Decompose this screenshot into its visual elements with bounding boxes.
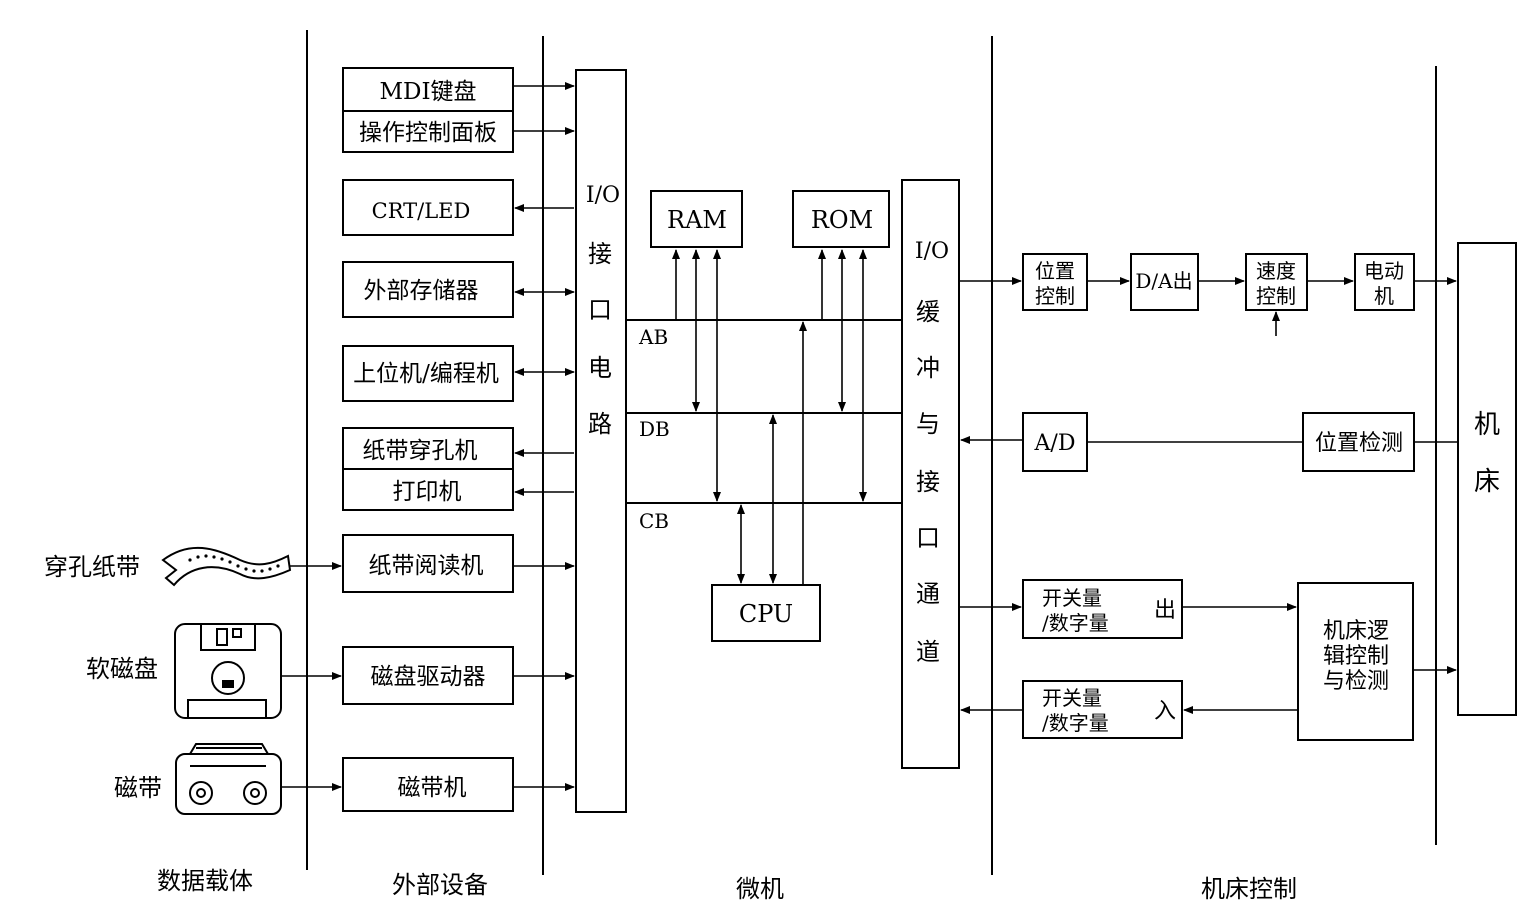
disk-drive-label: 磁盘驱动器 bbox=[371, 664, 486, 690]
machine-control: 位置 控制 D/A出 速度 控制 电动 机 A/D 位置检测 开关量 /数字量 … bbox=[959, 242, 1517, 741]
position-detect-label: 位置检测 bbox=[1315, 431, 1403, 456]
section-machine-control: 机床控制 bbox=[1201, 875, 1297, 903]
section-dividers bbox=[306, 30, 1437, 875]
section-peripherals: 外部设备 bbox=[392, 871, 488, 899]
io-buffer-channel: I/O 缓 冲 与 接 口 通 道 bbox=[901, 179, 960, 769]
section-data-carriers: 数据载体 bbox=[157, 867, 253, 895]
mdi-keyboard-label: MDI键盘 bbox=[379, 79, 476, 105]
io-right-line-2: 缓 bbox=[916, 298, 940, 326]
logic-control-line-2: 辑控制 bbox=[1323, 644, 1389, 669]
data-carriers: 穿孔纸带 软磁盘 磁带 bbox=[44, 546, 342, 815]
io-right-line-8: 道 bbox=[916, 638, 940, 666]
crt-led-label: CRT/LED bbox=[372, 199, 471, 223]
tape-reader-label: 纸带阅读机 bbox=[369, 553, 484, 579]
tape-punch-label: 纸带穿孔机 bbox=[363, 438, 478, 464]
io-right-line-7: 通 bbox=[916, 580, 940, 608]
io-left-line-2: 接 bbox=[588, 240, 612, 268]
io-right-line-5: 接 bbox=[916, 468, 940, 496]
motor-line-1: 电动 bbox=[1364, 259, 1404, 283]
io-right-line-4: 与 bbox=[916, 410, 940, 438]
switch-in-line-2: /数字量 bbox=[1042, 711, 1109, 735]
section-labels: 数据载体 外部设备 微机 机床控制 bbox=[157, 867, 1297, 903]
speed-control-line-1: 速度 bbox=[1256, 259, 1296, 283]
peripheral-devices: MDI键盘 操作控制面板 CRT/LED 外部存储器 上位机/编程机 纸带穿孔机… bbox=[342, 67, 514, 812]
floppy-disk-label: 软磁盘 bbox=[86, 655, 158, 683]
io-right-line-3: 冲 bbox=[916, 354, 940, 382]
punched-tape-icon bbox=[161, 546, 292, 587]
io-left-line-4: 电 bbox=[588, 354, 612, 382]
ad-label: A/D bbox=[1034, 431, 1076, 456]
printer-label: 打印机 bbox=[393, 479, 462, 505]
io-left-line-5: 路 bbox=[588, 410, 612, 438]
cb-label: CB bbox=[639, 509, 669, 533]
peripheral-arrows bbox=[513, 82, 575, 791]
logic-control-line-3: 与检测 bbox=[1323, 669, 1389, 694]
cpu-label: CPU bbox=[739, 600, 793, 628]
host-programmer-label: 上位机/编程机 bbox=[353, 361, 499, 387]
machine-tool-line-1: 机 bbox=[1474, 410, 1500, 440]
switch-out-line-1: 开关量 bbox=[1042, 586, 1102, 610]
switch-out-line-2: /数字量 bbox=[1042, 611, 1109, 635]
rom-label: ROM bbox=[811, 206, 873, 234]
floppy-disk-icon bbox=[174, 623, 282, 719]
db-label: DB bbox=[639, 417, 670, 441]
switch-in-direction: 入 bbox=[1154, 699, 1176, 724]
section-microcomputer: 微机 bbox=[736, 875, 784, 903]
ab-label: AB bbox=[638, 325, 668, 349]
switch-out-direction: 出 bbox=[1154, 598, 1176, 623]
logic-control-line-1: 机床逻 bbox=[1323, 619, 1389, 644]
io-interface-circuit: I/O 接 口 电 路 bbox=[575, 69, 627, 813]
switch-in-line-1: 开关量 bbox=[1042, 686, 1102, 710]
magnetic-tape-label: 磁带 bbox=[114, 774, 162, 802]
io-left-line-3: 口 bbox=[588, 296, 612, 324]
external-storage-label: 外部存储器 bbox=[364, 278, 479, 304]
punched-tape-label: 穿孔纸带 bbox=[44, 553, 140, 581]
tape-drive-label: 磁带机 bbox=[398, 775, 467, 801]
da-label: D/A出 bbox=[1135, 269, 1192, 293]
io-right-line-6: 口 bbox=[916, 524, 940, 552]
control-panel-label: 操作控制面板 bbox=[359, 120, 497, 146]
machine-tool-line-2: 床 bbox=[1474, 467, 1500, 497]
ram-label: RAM bbox=[667, 206, 727, 234]
position-control-line-2: 控制 bbox=[1035, 284, 1075, 308]
motor-line-2: 机 bbox=[1374, 284, 1394, 308]
io-right-line-1: I/O bbox=[915, 239, 949, 264]
speed-control-line-2: 控制 bbox=[1256, 284, 1296, 308]
magnetic-tape-icon bbox=[175, 743, 282, 815]
position-control-line-1: 位置 bbox=[1035, 259, 1075, 283]
microcomputer: AB DB CB RAM ROM CPU bbox=[626, 190, 902, 642]
io-left-line-1: I/O bbox=[586, 183, 620, 208]
